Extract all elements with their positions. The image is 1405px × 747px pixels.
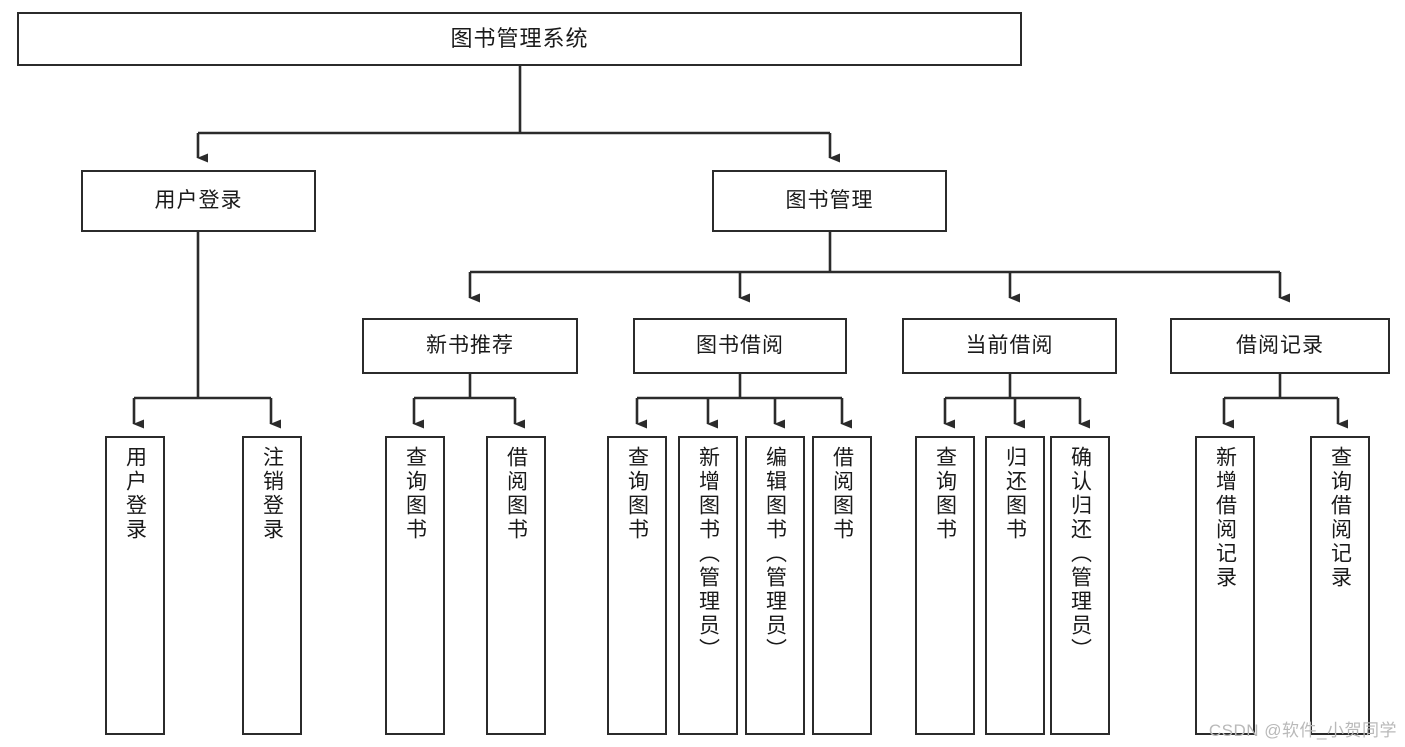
node-leaf-borrow-book-1[interactable]: 借阅图书 — [486, 436, 546, 735]
node-leaf-user-login[interactable]: 用户登录 — [105, 436, 165, 735]
node-label: 查询借阅记录 — [1328, 446, 1352, 590]
node-label: 查询图书 — [933, 446, 957, 542]
node-label: 图书管理系统 — [450, 26, 589, 52]
node-leaf-query-record[interactable]: 查询借阅记录 — [1310, 436, 1370, 735]
node-label: 借阅图书 — [830, 446, 854, 542]
node-leaf-user-logout[interactable]: 注销登录 — [242, 436, 302, 735]
node-label: 借阅记录 — [1236, 333, 1324, 357]
node-label: 图书借阅 — [696, 333, 784, 357]
node-label: 用户登录 — [154, 188, 243, 212]
node-label: 新增借阅记录 — [1213, 446, 1237, 590]
node-leaf-borrow-book-2[interactable]: 借阅图书 — [812, 436, 872, 735]
node-label: 编辑图书（管理员） — [763, 446, 787, 662]
node-new-book-recommend[interactable]: 新书推荐 — [362, 318, 578, 374]
node-current-borrow[interactable]: 当前借阅 — [902, 318, 1117, 374]
node-label: 查询图书 — [403, 446, 427, 542]
node-label: 图书管理 — [785, 188, 874, 212]
node-leaf-query-book-1[interactable]: 查询图书 — [385, 436, 445, 735]
node-leaf-return-book[interactable]: 归还图书 — [985, 436, 1045, 735]
node-user-login[interactable]: 用户登录 — [81, 170, 316, 232]
node-label: 用户登录 — [123, 446, 147, 542]
node-label: 查询图书 — [625, 446, 649, 542]
node-label: 确认归还（管理员） — [1068, 446, 1092, 662]
node-leaf-add-book[interactable]: 新增图书（管理员） — [678, 436, 738, 735]
node-leaf-query-book-2[interactable]: 查询图书 — [607, 436, 667, 735]
node-label: 注销登录 — [260, 446, 284, 542]
node-label: 当前借阅 — [965, 333, 1054, 357]
node-leaf-query-book-3[interactable]: 查询图书 — [915, 436, 975, 735]
node-label: 借阅图书 — [504, 446, 528, 542]
node-label: 新增图书（管理员） — [696, 446, 720, 662]
node-book-manage[interactable]: 图书管理 — [712, 170, 947, 232]
node-label: 归还图书 — [1003, 446, 1027, 542]
watermark-text: CSDN @软件_小贺同学 — [1208, 721, 1397, 740]
node-label: 新书推荐 — [426, 333, 514, 357]
node-leaf-add-record[interactable]: 新增借阅记录 — [1195, 436, 1255, 735]
node-root-system[interactable]: 图书管理系统 — [17, 12, 1022, 66]
node-leaf-confirm-return[interactable]: 确认归还（管理员） — [1050, 436, 1110, 735]
node-leaf-edit-book[interactable]: 编辑图书（管理员） — [745, 436, 805, 735]
node-borrow-record[interactable]: 借阅记录 — [1170, 318, 1390, 374]
node-book-borrow[interactable]: 图书借阅 — [633, 318, 847, 374]
